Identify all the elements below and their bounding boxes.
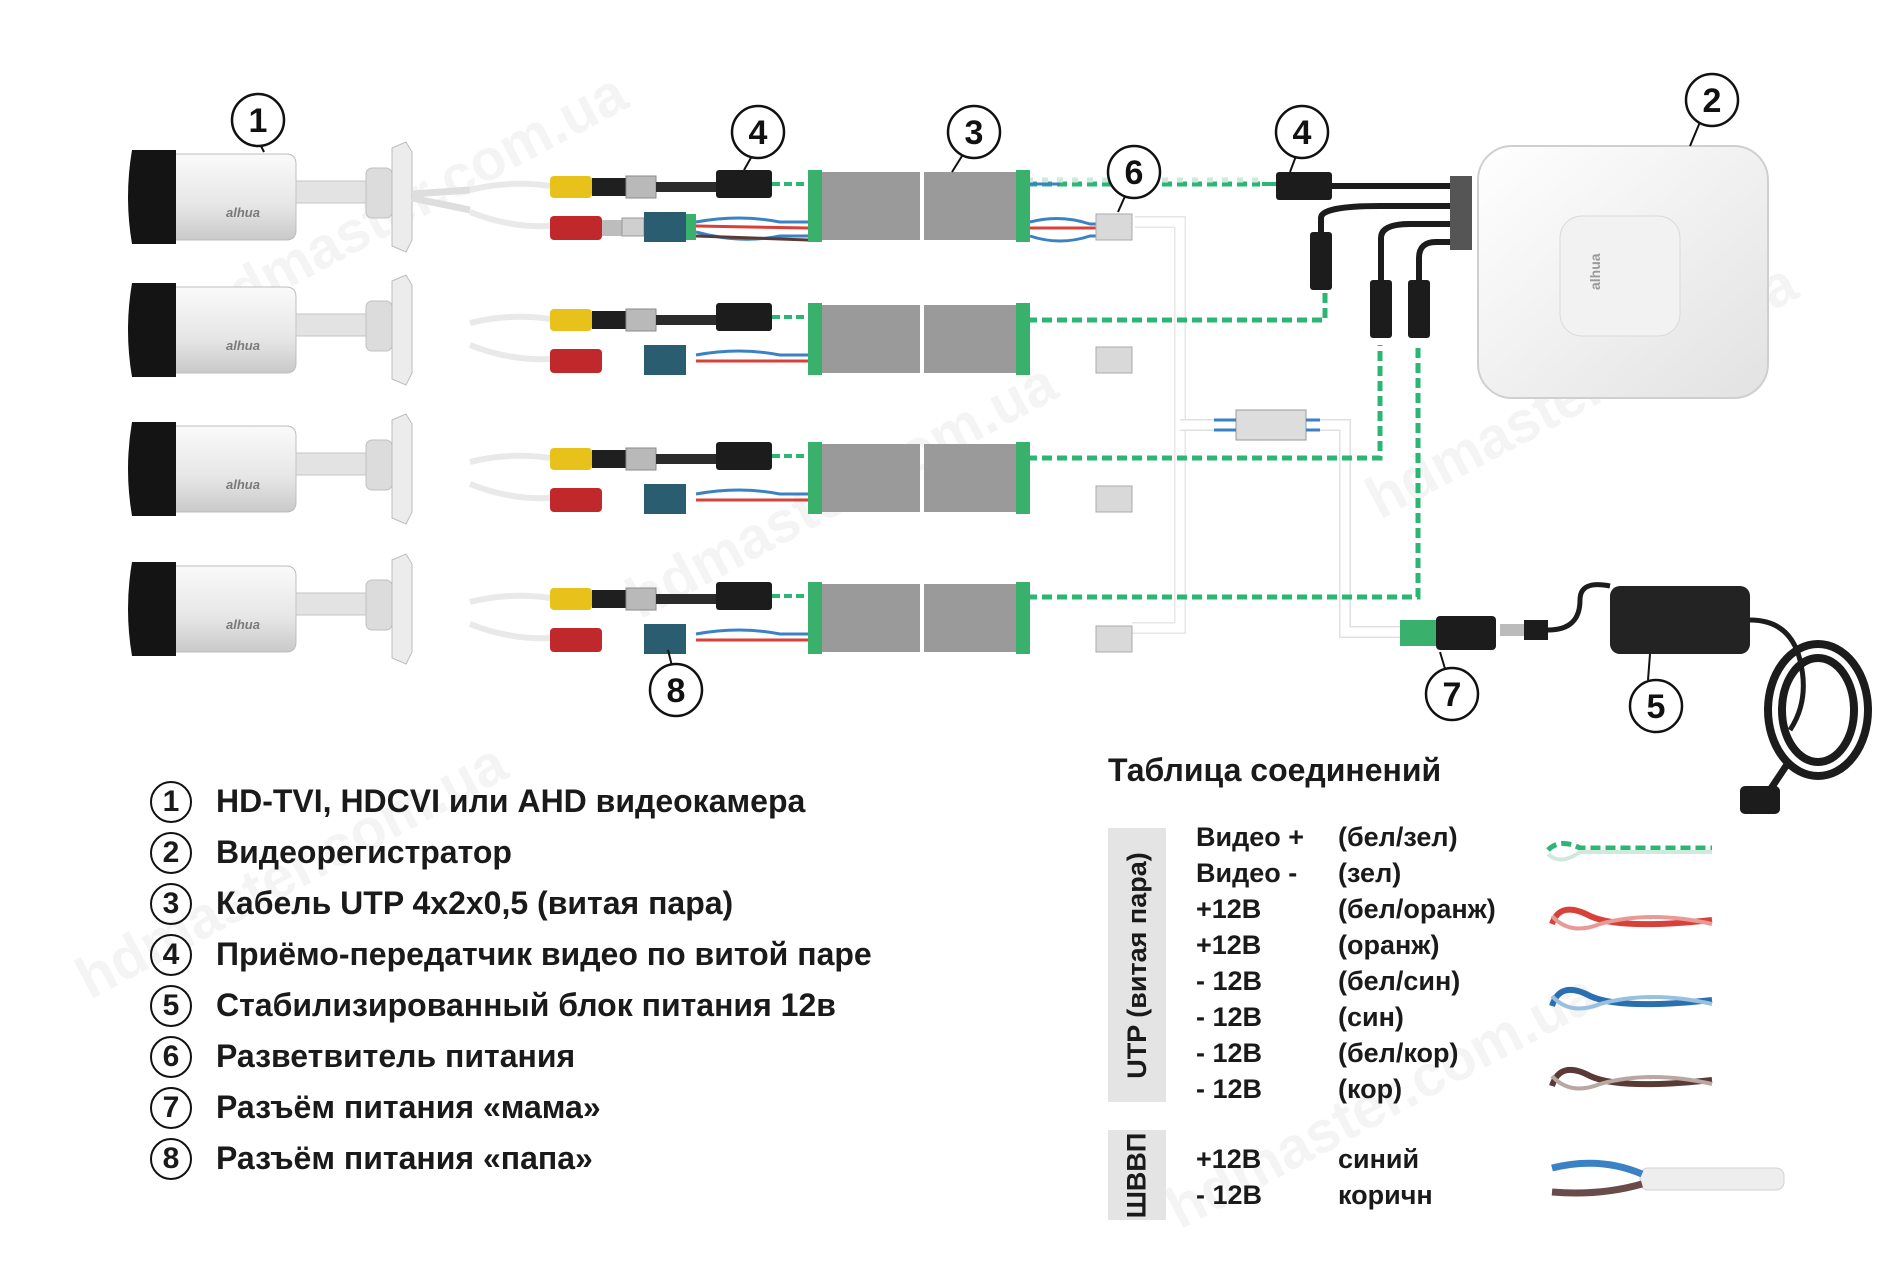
camera-row-4: alhua bbox=[128, 553, 1133, 665]
utp-row-signal: Видео - bbox=[1196, 858, 1298, 888]
legend-item: 1 HD-TVI, HDCVI или AHD видеокамера bbox=[150, 776, 872, 827]
utp-row-wire: (бел/оранж) bbox=[1338, 894, 1496, 924]
video-runs bbox=[1012, 177, 1421, 600]
utp-row-wire: (бел/син) bbox=[1338, 966, 1461, 996]
callout-1: 1 bbox=[230, 92, 286, 153]
legend-item: 3 Кабель UTP 4x2x0,5 (витая пара) bbox=[150, 878, 872, 929]
callout-5: 5 bbox=[1628, 653, 1684, 734]
shvvp-side-label: ШВВП bbox=[1108, 1130, 1166, 1220]
power-bus-mid bbox=[1135, 353, 1167, 495]
svg-text:2: 2 bbox=[1703, 82, 1722, 120]
legend-item: 4 Приёмо-передатчик видео по витой паре bbox=[150, 929, 872, 980]
wire-sample-orange bbox=[1549, 906, 1713, 931]
video-run-3 bbox=[1012, 345, 1383, 461]
power-bus-group bbox=[1132, 216, 1420, 638]
dvr: alhua bbox=[1477, 145, 1769, 399]
power-bus-right bbox=[1132, 217, 1185, 633]
utp-row-wire: (син) bbox=[1338, 1002, 1404, 1032]
svg-text:3: 3 bbox=[965, 114, 984, 152]
svg-text:alhua: alhua bbox=[226, 477, 260, 492]
callout-3: 3 bbox=[946, 104, 1002, 173]
utp-row-signal: - 12В bbox=[1196, 1002, 1263, 1032]
svg-text:5: 5 bbox=[1647, 688, 1666, 726]
callout-4-right: 4 bbox=[1274, 104, 1330, 173]
camera-row-1: alhua bbox=[128, 141, 1133, 253]
legend-number: 6 bbox=[150, 1035, 192, 1078]
legend-item: 5 Стабилизированный блок питания 12в bbox=[150, 980, 872, 1031]
utp-row-signal: Видео + bbox=[1196, 822, 1305, 852]
legend-number: 3 bbox=[150, 882, 192, 925]
utp-row-wire: (бел/зел) bbox=[1338, 822, 1458, 852]
power-supply bbox=[1500, 582, 1872, 814]
power-bus-right-outline bbox=[1132, 216, 1186, 634]
utp-cable bbox=[808, 170, 1133, 243]
wire-sample-blue bbox=[1549, 986, 1713, 1011]
legend-number: 4 bbox=[150, 933, 192, 976]
utp-row-wire: (кор) bbox=[1338, 1074, 1403, 1104]
legend-text: Стабилизированный блок питания 12в bbox=[216, 987, 836, 1023]
wire-sample-green bbox=[1546, 841, 1712, 862]
svg-text:alhua: alhua bbox=[226, 205, 260, 220]
legend-item: 7 Разъём питания «мама» bbox=[150, 1082, 872, 1133]
legend-text: Кабель UTP 4x2x0,5 (витая пара) bbox=[216, 885, 734, 921]
svg-text:alhua: alhua bbox=[1587, 253, 1603, 290]
callout-4-left: 4 bbox=[730, 104, 786, 171]
callout-2: 2 bbox=[1684, 72, 1740, 147]
utp-row-wire: (оранж) bbox=[1338, 930, 1440, 960]
legend-item: 2 Видеорегистратор bbox=[150, 827, 872, 878]
utp-row-signal: - 12В bbox=[1196, 1074, 1263, 1104]
legend-item: 8 Разъём питания «папа» bbox=[150, 1133, 872, 1184]
legend-number: 8 bbox=[150, 1137, 192, 1180]
utp-row-signal: +12В bbox=[1196, 894, 1262, 924]
callout-7: 7 bbox=[1424, 651, 1480, 722]
camera: alhua bbox=[128, 141, 626, 253]
utp-row-wire: (зел) bbox=[1338, 858, 1402, 888]
video-run-2 bbox=[1012, 292, 1328, 323]
svg-text:alhua: alhua bbox=[226, 338, 260, 353]
utp-row-signal: +12В bbox=[1196, 930, 1262, 960]
shvvp-row-signal: +12В bbox=[1196, 1144, 1262, 1174]
svg-text:4: 4 bbox=[1293, 114, 1312, 152]
wire-sample-brown bbox=[1549, 1066, 1713, 1091]
legend-number: 5 bbox=[150, 984, 192, 1027]
legend-text: Видеорегистратор bbox=[216, 834, 512, 870]
legend-text: Разъём питания «мама» bbox=[216, 1089, 601, 1125]
utp-row-wire: (бел/кор) bbox=[1338, 1038, 1459, 1068]
legend-text: Разъём питания «папа» bbox=[216, 1140, 593, 1176]
wire-samples bbox=[1546, 841, 1785, 1197]
dc-male-plug bbox=[621, 212, 809, 242]
svg-text:4: 4 bbox=[749, 114, 768, 152]
shvvp-row-signal: - 12В bbox=[1196, 1180, 1263, 1210]
legend-number: 7 bbox=[150, 1086, 192, 1129]
callout-8: 8 bbox=[648, 649, 704, 718]
legend-text: Приёмо-передатчик видео по витой паре bbox=[216, 936, 872, 972]
svg-text:1: 1 bbox=[249, 102, 268, 140]
camera-row-3: alhua bbox=[128, 413, 1133, 525]
utp-row-signal: - 12В bbox=[1196, 1038, 1263, 1068]
dvr-baluns bbox=[1262, 172, 1472, 338]
svg-text:7: 7 bbox=[1443, 676, 1462, 714]
bnc-plug bbox=[625, 170, 808, 199]
video-run-4 bbox=[1012, 345, 1421, 600]
utp-side-label: UTP (витая пара) bbox=[1108, 828, 1166, 1102]
legend-item: 6 Разветвитель питания bbox=[150, 1031, 872, 1082]
legend-number: 2 bbox=[150, 831, 192, 874]
callout-6: 6 bbox=[1106, 144, 1162, 213]
dc-female-connector bbox=[1400, 616, 1496, 650]
utp-row-signal: - 12В bbox=[1196, 966, 1263, 996]
legend: 1 HD-TVI, HDCVI или AHD видеокамера 2 Ви… bbox=[150, 776, 872, 1184]
connection-table-title: Таблица соединений bbox=[1108, 752, 1442, 788]
shvvp-row-wire: синий bbox=[1338, 1144, 1420, 1174]
shvvp-row-wire: коричн bbox=[1338, 1180, 1433, 1210]
svg-text:8: 8 bbox=[667, 672, 686, 710]
svg-text:alhua: alhua bbox=[226, 617, 260, 632]
camera-row-2: alhua bbox=[128, 274, 1133, 386]
wire-sample-shvvp bbox=[1551, 1159, 1785, 1197]
legend-text: Разветвитель питания bbox=[216, 1038, 576, 1074]
svg-text:6: 6 bbox=[1125, 154, 1144, 192]
power-splitter bbox=[1214, 409, 1320, 441]
legend-number: 1 bbox=[150, 780, 192, 823]
legend-text: HD-TVI, HDCVI или AHD видеокамера bbox=[216, 783, 806, 819]
